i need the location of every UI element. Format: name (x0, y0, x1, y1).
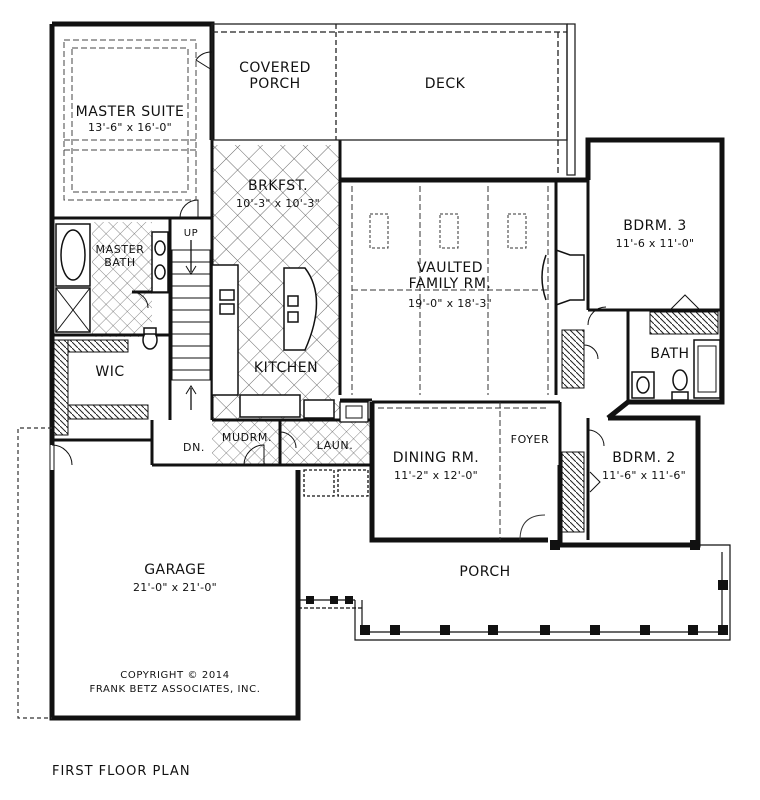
dining-dims: 11'-2" x 12'-0" (393, 469, 479, 482)
copyright-line2: FRANK BETZ ASSOCIATES, INC. (89, 684, 261, 695)
vaulted-beams (351, 186, 549, 395)
bdrm3-dims: 11'-6 x 11'-0" (615, 237, 695, 250)
mudroom-label: MUDRM. (221, 431, 273, 444)
deck-outline (211, 23, 576, 176)
master-bath-tile-floor (92, 222, 152, 337)
deck-label: DECK (424, 76, 466, 92)
master-bath-label: MASTER BATH (88, 243, 152, 269)
fireplace (541, 249, 585, 306)
bedroom-closets (561, 311, 719, 533)
garage-dims: 21'-0" x 21'-0" (132, 581, 218, 594)
covered-porch-line2: PORCH (249, 76, 301, 93)
dining-label: DINING RM. (392, 450, 480, 466)
covered-porch-label: COVERED PORCH (220, 60, 330, 92)
master-ceiling-detail (63, 39, 197, 201)
foyer-label: FOYER (510, 433, 550, 446)
bdrm2-label: BDRM. 2 (612, 450, 676, 466)
kitchen-fixtures (211, 264, 335, 419)
bdrm2-dims: 11'-6" x 11'-6" (601, 469, 687, 482)
porch-label: PORCH (459, 564, 511, 580)
covered-porch-line1: COVERED (239, 60, 311, 76)
brkfst-dims: 10'-3" x 10'-3" (235, 197, 321, 210)
stairs-dn-label: DN. (183, 441, 205, 454)
wic-label: WIC (95, 364, 125, 380)
kitchen-label: KITCHEN (253, 360, 319, 376)
copyright-line1: COPYRIGHT © 2014 (120, 670, 230, 681)
garage-outline (17, 427, 54, 719)
stairs-up-label: UP (183, 228, 199, 239)
bath-label: BATH (650, 346, 690, 362)
vaulted-family-label: VAULTED FAMILY RM. (370, 260, 530, 292)
vaulted-family-dims: 19'-0" x 18'-3" (407, 297, 493, 310)
laundry-fixtures (303, 401, 369, 497)
master-bath-line2: BATH (104, 255, 136, 269)
dining-foyer-detail (378, 402, 548, 541)
doors (51, 51, 701, 493)
vaulted-line1: VAULTED (416, 260, 484, 276)
stairs (171, 240, 211, 410)
hall-bath-fixtures (631, 339, 721, 401)
master-suite-dims: 13'-6" x 16'-0" (87, 121, 173, 134)
brkfst-label: BRKFST. (247, 178, 309, 194)
bdrm3-label: BDRM. 3 (623, 218, 687, 234)
master-bath-fixtures (55, 223, 169, 350)
master-bath-line1: MASTER (95, 243, 145, 256)
plan-caption: FIRST FLOOR PLAN (52, 764, 191, 779)
laundry-label: LAUN. (316, 439, 354, 452)
garage-label: GARAGE (144, 562, 206, 578)
mudroom-tile-floor (212, 420, 372, 465)
master-suite-label: MASTER SUITE (75, 104, 185, 120)
porch-columns (306, 540, 728, 635)
wic-shelving (53, 339, 149, 436)
vaulted-line2: FAMILY RM. (408, 276, 492, 293)
